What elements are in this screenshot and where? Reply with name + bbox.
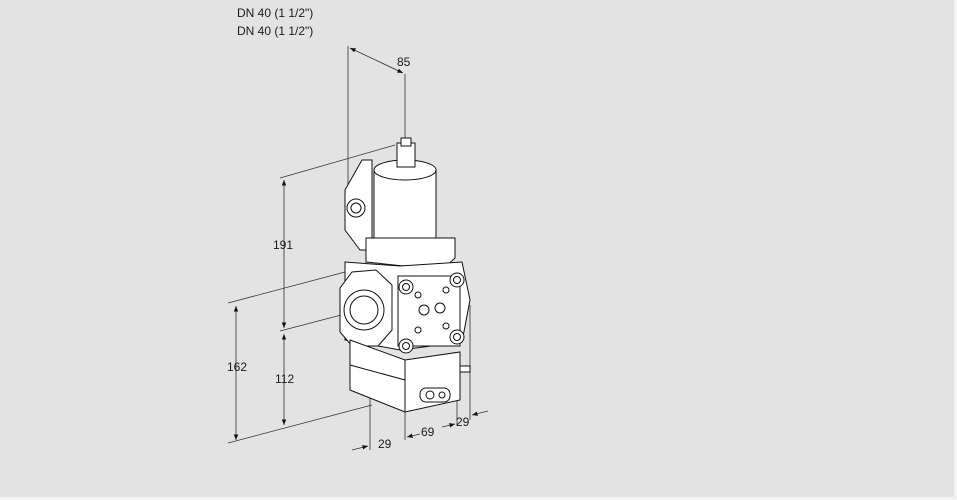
dim-height-upper: 191 xyxy=(273,238,294,252)
valve-body xyxy=(339,137,471,413)
dim-offset-bottom-left: 29 xyxy=(378,437,392,451)
dim-width-bottom: 69 xyxy=(421,425,435,439)
dim-offset-bottom-right: 29 xyxy=(456,415,470,429)
dim-height-lower: 112 xyxy=(275,372,295,386)
dim-height-total-left: 162 xyxy=(227,360,248,374)
dim-depth-top: 85 xyxy=(397,55,411,69)
title-line-2: DN 40 (1 1/2") xyxy=(237,24,314,38)
title-line-1: DN 40 (1 1/2") xyxy=(237,6,314,20)
